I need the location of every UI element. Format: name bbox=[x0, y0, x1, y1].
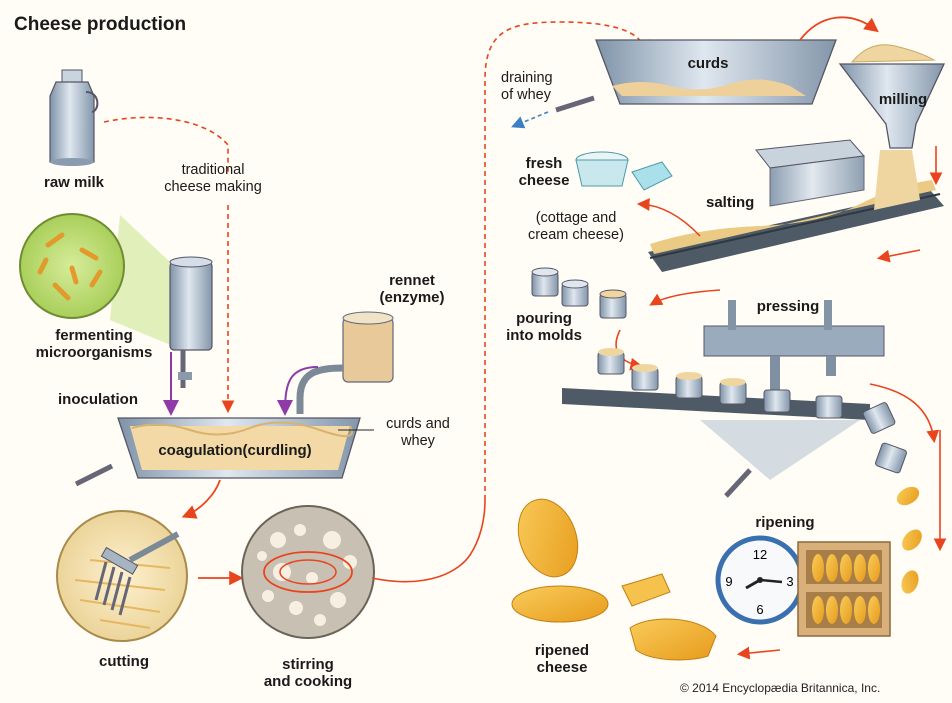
cutting-circle-icon bbox=[56, 510, 188, 642]
salting-return-arrow bbox=[876, 249, 921, 263]
clock-numeral-12: 12 bbox=[753, 547, 767, 562]
curds-trough-icon bbox=[555, 39, 837, 113]
label-pressing: pressing bbox=[756, 298, 820, 315]
label-milling: milling bbox=[878, 91, 928, 108]
stirring-circle-icon bbox=[241, 505, 375, 639]
to-molds-arrow bbox=[649, 289, 721, 306]
to-curds-arrow bbox=[484, 21, 649, 500]
clock-icon: 12 3 6 9 bbox=[715, 535, 805, 625]
label-salting: salting bbox=[706, 194, 755, 211]
label-draining: draining of whey bbox=[501, 70, 553, 103]
copyright-notice: © 2014 Encyclopædia Britannica, Inc. bbox=[680, 681, 881, 695]
label-stirring: stirring and cooking bbox=[263, 656, 353, 690]
label-coagulation: coagulation(curdling) bbox=[158, 442, 312, 459]
label-fresh-note: (cottage and cream cheese) bbox=[528, 210, 624, 243]
unmolded-wheels-icon bbox=[862, 402, 922, 594]
label-curds: curds bbox=[687, 55, 729, 72]
to-milling-arrow bbox=[799, 16, 879, 41]
label-fresh-cheese: fresh cheese bbox=[518, 155, 570, 189]
rennet-arrow bbox=[277, 366, 319, 416]
clock-numeral-6: 6 bbox=[756, 602, 763, 617]
label-raw-milk: raw milk bbox=[43, 174, 105, 191]
label-ripened-cheese: ripened cheese bbox=[534, 642, 590, 676]
label-traditional: traditional cheese making bbox=[164, 162, 262, 195]
milk-can-icon bbox=[49, 69, 99, 166]
to-ripened-arrow bbox=[736, 646, 781, 660]
fresh-cheese-icon bbox=[575, 151, 673, 191]
to-cutting-arrow bbox=[181, 479, 221, 519]
label-curds-whey: curds and whey bbox=[386, 416, 450, 449]
label-ripening: ripening bbox=[755, 514, 815, 531]
salting-conveyor-icon bbox=[648, 139, 944, 272]
starter-vessel-icon bbox=[169, 256, 213, 388]
to-draining-curve bbox=[371, 499, 486, 583]
clock-numeral-3: 3 bbox=[786, 574, 793, 589]
traditional-path-arrow bbox=[103, 116, 229, 175]
empty-molds-icon bbox=[531, 267, 627, 319]
clock-numeral-9: 9 bbox=[725, 574, 732, 589]
label-rennet: rennet (enzyme) bbox=[379, 272, 445, 306]
diagram-title: Cheese production bbox=[14, 14, 187, 35]
label-fermenting: fermenting microorganisms bbox=[35, 327, 153, 361]
label-pouring: pouring into molds bbox=[506, 310, 582, 344]
to-fresh-cheese-arrow bbox=[636, 198, 701, 237]
pressing-machine-icon bbox=[562, 300, 885, 498]
rennet-jar-icon bbox=[296, 311, 394, 414]
label-inoculation: inoculation bbox=[58, 391, 138, 408]
milling-hopper-icon bbox=[838, 44, 946, 149]
whey-drain-arrow bbox=[511, 111, 549, 129]
label-cutting: cutting bbox=[99, 653, 149, 670]
coagulation-vat-icon bbox=[74, 417, 361, 487]
ripened-cheese-icon bbox=[511, 498, 717, 661]
microorganism-magnifier-icon bbox=[19, 213, 178, 348]
to-unmold-arrow bbox=[869, 383, 940, 444]
ripening-shelf-icon bbox=[797, 541, 891, 637]
